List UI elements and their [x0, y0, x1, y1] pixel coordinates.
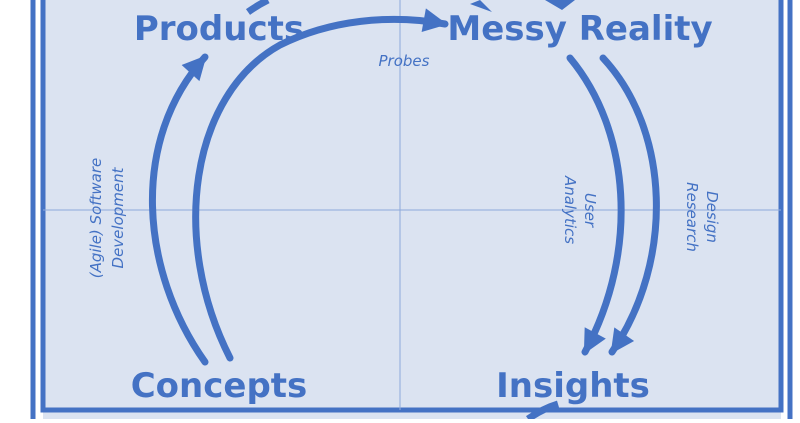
label-research-line2: Research: [683, 182, 701, 252]
node-concepts: Concepts: [131, 366, 308, 406]
label-agile-line2: Development: [109, 166, 127, 268]
label-analytics-line2: Analytics: [561, 175, 579, 244]
user-analytics-arrow: [566, 54, 625, 356]
top-arrowhead-fragment-2: [545, 0, 575, 10]
label-probes: Probes: [379, 52, 430, 70]
label-research-line1: Design: [703, 191, 721, 243]
top-arc-fragment: [245, 0, 270, 15]
node-messy-reality: Messy Reality: [447, 9, 712, 49]
design-research-arrow: [599, 54, 660, 356]
top-arrowhead-fragment-1: [470, 0, 492, 12]
label-user-analytics: User Analytics: [561, 175, 599, 244]
probes-arrow: [192, 8, 449, 362]
label-analytics-line1: User: [581, 193, 599, 228]
node-insights: Insights: [496, 366, 650, 406]
agile-development-arrow: [148, 53, 209, 366]
label-design-research: Design Research: [683, 182, 721, 252]
label-agile-development: (Agile) Software Development: [87, 158, 127, 279]
bottom-arc-fragment: [525, 400, 560, 422]
label-agile-line1: (Agile) Software: [87, 158, 105, 279]
inner-frame: [40, 0, 784, 413]
node-products: Products: [134, 9, 304, 49]
